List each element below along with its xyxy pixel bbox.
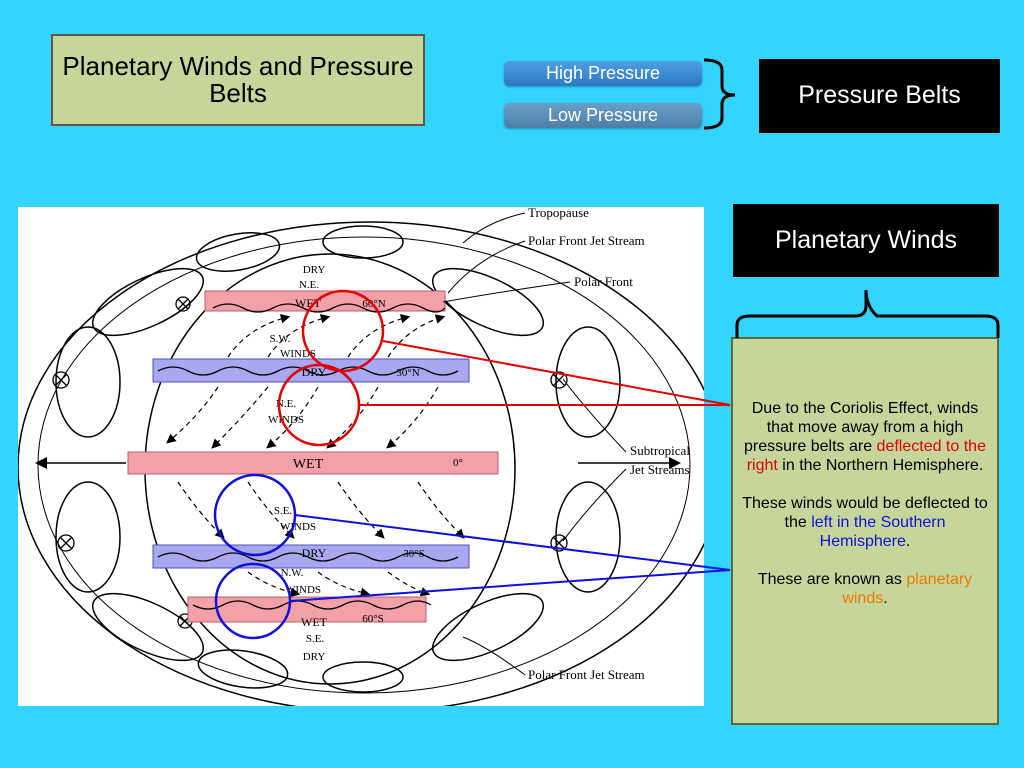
planetary-winds-box: Planetary Winds — [733, 204, 999, 277]
label-nw-2: WINDS — [285, 584, 321, 596]
label-polar-jet-top: Polar Front Jet Stream — [528, 233, 645, 248]
label-polar-front: Polar Front — [574, 274, 633, 289]
label-lat-30n: 30°N — [396, 367, 419, 379]
label-subtropical-2: Jet Streams — [630, 462, 690, 477]
label-lat-60n: 60°N — [362, 298, 385, 310]
high-pressure-label: High Pressure — [504, 61, 702, 86]
label-sw-1: S.W. — [270, 333, 291, 345]
label-lat-60s: 60°S — [362, 613, 384, 625]
label-dry-s60: DRY — [303, 651, 326, 663]
belt-60n — [204, 290, 446, 312]
label-tropopause: Tropopause — [528, 207, 589, 220]
label-se-1: S.E. — [274, 505, 293, 517]
label-sw-2: WINDS — [280, 348, 316, 360]
label-wet-eq: WET — [293, 457, 324, 472]
diagram-panel: DRY N.E. WET 60°N S.W. WINDS DRY 30°N N.… — [17, 205, 723, 713]
label-dry-30n: DRY — [302, 365, 327, 379]
label-se-s60: S.E. — [306, 633, 325, 645]
label-polar-jet-bottom: Polar Front Jet Stream — [528, 667, 645, 682]
pressure-belts-box: Pressure Belts — [759, 59, 1000, 133]
label-dry-30s: DRY — [302, 546, 327, 560]
label-lat-30s: 30°S — [403, 548, 425, 560]
label-ne-2: WINDS — [268, 414, 304, 426]
label-se-2: WINDS — [280, 521, 316, 533]
page-title: Planetary Winds and Pressure Belts — [51, 34, 425, 126]
low-pressure-label: Low Pressure — [504, 103, 702, 128]
label-ne-1: N.E. — [276, 398, 296, 410]
label-lat-eq: 0° — [453, 457, 463, 469]
explanation-paragraph-3: These are known as planetary winds. — [757, 571, 973, 607]
label-wet-60s: WET — [301, 615, 328, 629]
explanation-panel: Due to the Coriolis Effect, winds that m… — [731, 337, 999, 725]
label-wet-n60: WET — [295, 296, 322, 310]
belt-equator — [127, 451, 499, 475]
planetary-brace — [735, 289, 1000, 338]
wind-diagram: DRY N.E. WET 60°N S.W. WINDS DRY 30°N N.… — [17, 205, 723, 713]
explanation-paragraph-2: These winds would be deflected to the le… — [742, 495, 988, 550]
pressure-brace — [703, 58, 736, 130]
explanation-paragraph-1: Due to the Coriolis Effect, winds that m… — [744, 400, 986, 474]
label-subtropical-1: Subtropical — [630, 443, 690, 458]
label-nw-1: N.W. — [281, 567, 304, 579]
label-dry-n60: DRY — [303, 264, 326, 276]
label-ne-n60: N.E. — [299, 279, 319, 291]
